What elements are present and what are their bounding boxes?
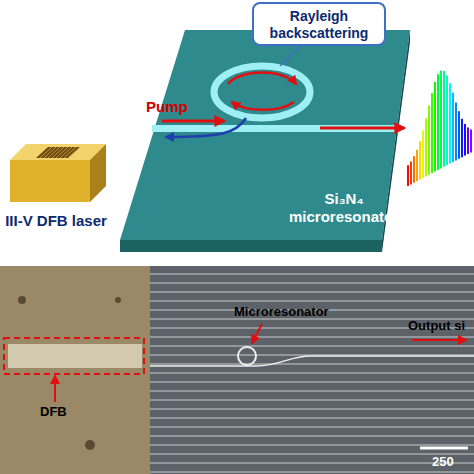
comb-line [416,150,418,182]
waveguide-line [150,436,474,437]
comb-line [425,118,427,176]
microresonator-chip: Si₃N₄ microresonator [112,22,412,258]
bus-waveguide-photo [150,356,474,366]
frequency-comb [408,70,471,186]
pump-arrow [162,120,224,123]
comb-line [428,106,430,175]
comb-line [437,74,439,170]
laser-grating [36,147,80,158]
comb-line [464,124,466,156]
comb-line [431,93,433,173]
bus-waveguide [152,125,398,132]
dust-spot [18,296,26,304]
output-arrow [320,127,404,130]
comb-line [440,70,442,168]
waveguide-line [150,373,474,374]
waveguide-line [150,364,474,365]
waveguide-line [150,301,474,302]
waveguide-line [150,400,474,401]
laser-outline [0,130,112,264]
pointer-arrow [252,324,262,343]
callout-box: Rayleigh backscattering [252,2,386,46]
laser-side [90,144,106,202]
comb-line [434,82,436,172]
waveguide-line [150,382,474,383]
backscatter-arrow [166,118,246,137]
waveguide-lines [150,274,474,472]
comb-line [410,161,412,184]
chip-side [120,240,382,252]
pointer-arrow [412,339,466,341]
waveguide-line [150,274,474,275]
waveguide-line [150,391,474,392]
node-label: III-V DFB laser [0,212,112,230]
part-label: DFB [40,404,67,419]
comb-line [467,128,469,154]
circulating-light [232,102,294,110]
waveguide-line [150,454,474,455]
callout-leader [280,46,300,66]
comb-line [452,93,454,162]
laser-top [10,144,106,160]
waveguide-line [150,463,474,464]
comb-line [419,141,421,180]
comb-line [446,76,448,166]
dfb-bar [8,344,142,368]
comb-line [449,83,451,163]
comb-line [407,165,409,186]
ring-photo [238,347,256,365]
comb-line [461,119,463,158]
waveguide-line [150,346,474,347]
signal-label: Pump [146,98,188,115]
comb-line [422,131,424,178]
comb-line [458,111,460,158]
node-label: Rayleigh backscattering [254,8,384,42]
laser-chip: III-V DFB laser [0,130,112,264]
node-label: Si₃N₄ microresonator [288,190,400,226]
waveguide-line [150,409,474,410]
scale-label: 250 [432,454,454,469]
waveguide-line [150,292,474,293]
waveguide-line [150,337,474,338]
grating-line [68,147,80,158]
chip-top [120,30,410,240]
scale-bar [420,447,468,450]
waveguide-line [150,427,474,428]
dust-spot [85,440,95,450]
waveguide-line [150,472,474,473]
circulating-light [228,73,296,84]
part-label: Output si [408,318,465,333]
part-label: Microresonator [234,304,329,319]
chip-facet [0,266,150,474]
laser-front [10,160,90,202]
dfb-dashed-box [4,338,144,374]
microring [214,66,310,118]
comb-line [413,156,415,182]
dust-spot [115,297,121,303]
waveguide-line [150,355,474,356]
micrograph-background [0,266,474,474]
waveguide-line [150,283,474,284]
pointer-arrow [54,376,56,402]
waveguide-line [150,445,474,446]
waveguide-line [150,418,474,419]
comb-line [455,102,457,160]
comb-line [443,71,445,167]
comb-line [470,129,472,152]
